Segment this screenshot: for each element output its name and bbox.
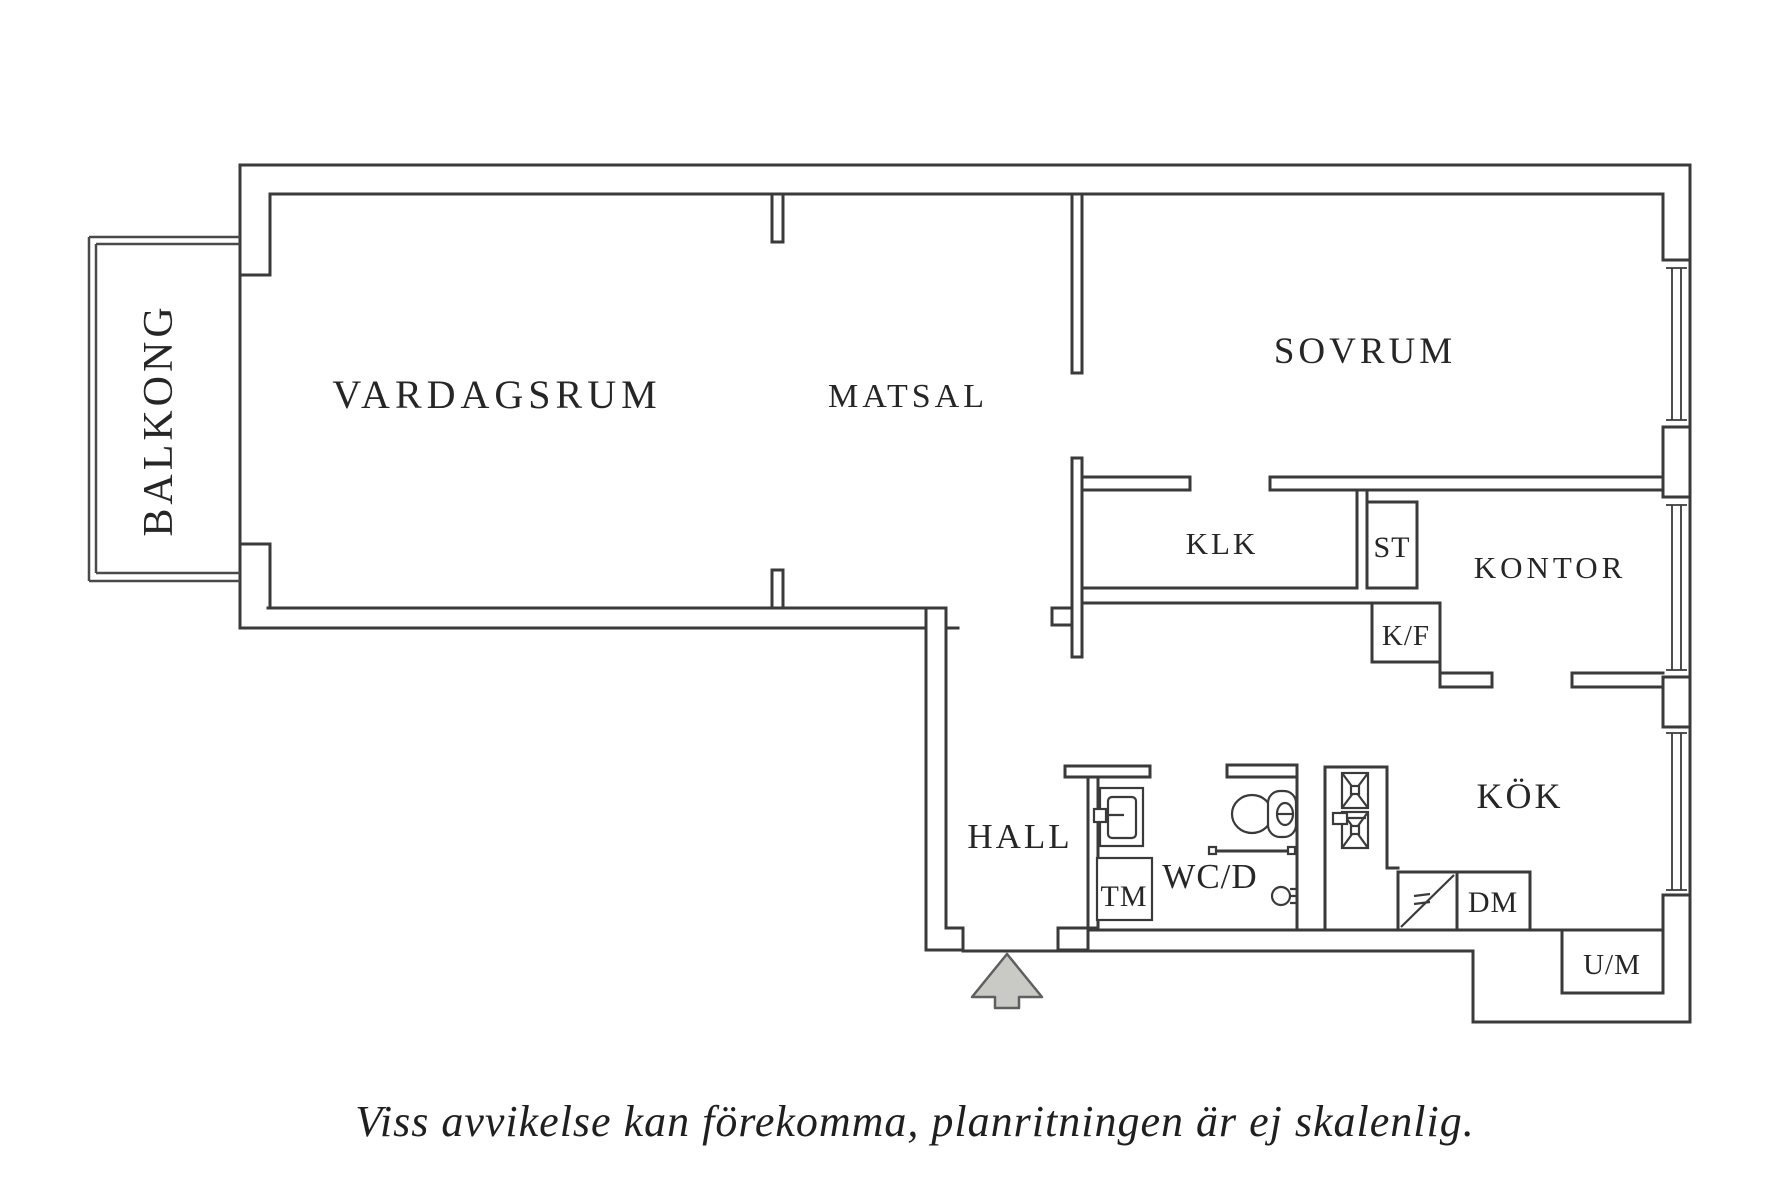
kitchen-counter — [1323, 765, 1400, 932]
office-bottom-wall-left — [1438, 671, 1494, 689]
corridor-wall — [1070, 456, 1084, 659]
label-closet: KLK — [1186, 526, 1259, 561]
fridge-freezer-box — [1370, 601, 1442, 664]
disclaimer-caption: Viss avvikelse kan förekomma, planritnin… — [355, 1097, 1474, 1146]
label-washing-machine: TM — [1101, 880, 1148, 913]
entrance-arrow-icon — [970, 952, 1044, 1010]
label-dryer: U/M — [1583, 949, 1641, 981]
shower-rail-icon — [1207, 845, 1297, 856]
balcony-walls — [87, 235, 240, 583]
wc-alcove-wall — [1063, 764, 1152, 779]
kitchen-sink-icon — [1331, 771, 1370, 850]
label-storage: ST — [1373, 531, 1410, 564]
washing-machine-box — [1095, 856, 1154, 922]
toilet-icon — [1230, 789, 1298, 839]
storage-box — [1365, 500, 1419, 590]
dishwasher-icon — [1400, 874, 1455, 928]
wc-top-wall — [1225, 763, 1299, 779]
label-dining-room: MATSAL — [828, 378, 988, 415]
hand-shower-icon — [1270, 885, 1298, 907]
closet-bottom-wall — [1080, 586, 1374, 605]
window-opening-edges — [1661, 258, 1692, 897]
corridor-wall-foot — [1050, 606, 1074, 627]
label-wc-shower: WC/D — [1162, 857, 1257, 896]
fixtures — [1092, 771, 1455, 928]
entrance-right-jamb — [1056, 926, 1090, 952]
inner-wall-left-lower — [238, 542, 272, 610]
label-office: KONTOR — [1474, 550, 1627, 585]
label-balcony: BALKONG — [136, 303, 182, 536]
hall-left-wall — [924, 606, 965, 952]
label-living-room: VARDAGSRUM — [332, 372, 661, 417]
room-labels: BALKONG VARDAGSRUM MATSAL SOVRUM KLK ST … — [136, 303, 1641, 981]
inner-wall-left-upper — [238, 192, 272, 277]
kitchen-window-icon — [1666, 732, 1687, 891]
bedroom-bottom-wall-right — [1268, 475, 1665, 492]
office-bottom-wall-right — [1570, 671, 1665, 689]
living-dining-stub-bottom — [770, 568, 785, 610]
bedroom-window-icon — [1666, 267, 1687, 421]
office-window-icon — [1666, 504, 1687, 671]
dining-bedroom-wall — [1070, 192, 1084, 375]
label-dishwasher: DM — [1468, 886, 1518, 919]
outer-wall-bottom-right-extension — [1471, 949, 1692, 1024]
bedroom-bottom-wall-left — [1080, 475, 1192, 492]
label-bedroom: SOVRUM — [1274, 331, 1456, 372]
dishwasher-label-box — [1455, 870, 1532, 932]
wc-left-wall — [1086, 775, 1100, 930]
dryer-box — [1560, 928, 1665, 995]
windows — [1666, 267, 1687, 891]
living-dining-stub-top — [770, 192, 785, 244]
label-hall: HALL — [967, 817, 1072, 856]
label-fridge-freezer: K/F — [1382, 620, 1430, 652]
label-kitchen: KÖK — [1477, 776, 1564, 816]
bathroom-sink-icon — [1092, 786, 1145, 848]
